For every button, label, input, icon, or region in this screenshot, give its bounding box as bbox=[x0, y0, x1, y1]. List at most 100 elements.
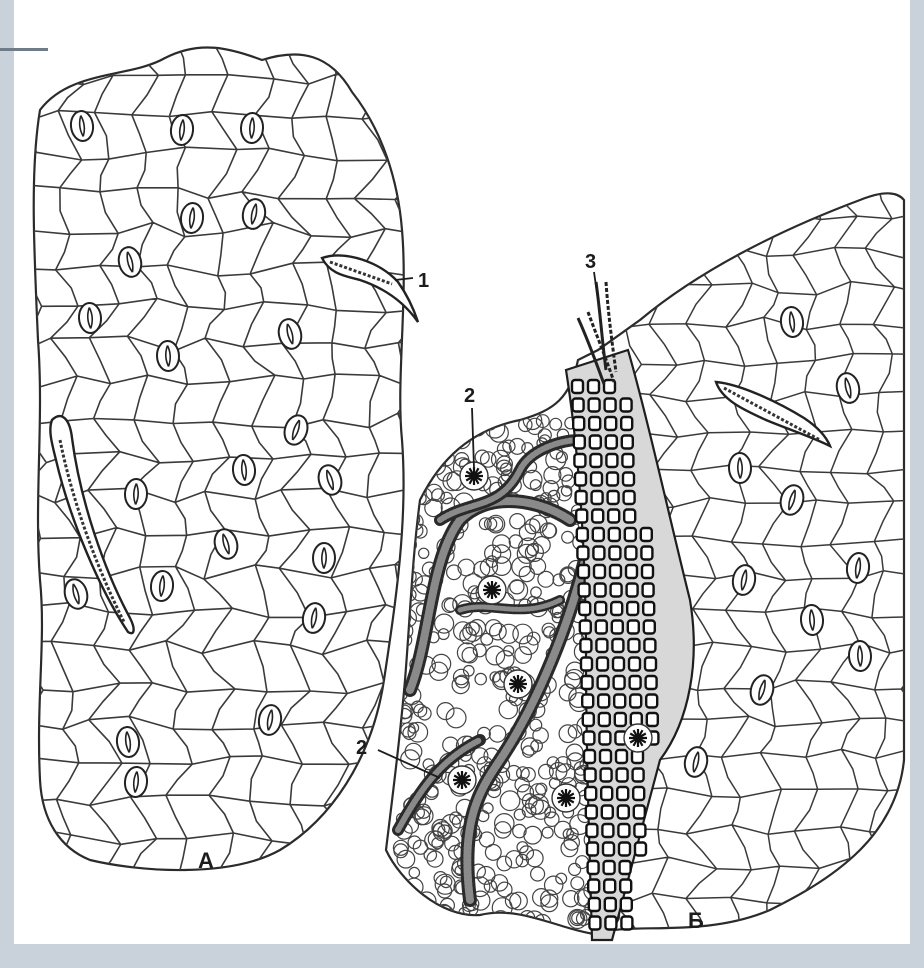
tracheid-cell bbox=[621, 898, 632, 911]
tracheid-cell bbox=[627, 584, 638, 597]
tracheid-cell bbox=[587, 843, 598, 856]
tracheid-cell bbox=[592, 491, 603, 504]
tracheid-cell bbox=[617, 769, 628, 782]
tracheid-cell bbox=[586, 806, 597, 819]
tracheid-cell bbox=[634, 824, 645, 837]
tracheid-cell bbox=[622, 436, 633, 449]
tracheid-cell bbox=[633, 787, 644, 800]
tracheid-cell bbox=[611, 602, 622, 615]
tracheid-cell bbox=[601, 787, 612, 800]
tracheid-cell bbox=[574, 454, 585, 467]
callout-3: 3 bbox=[585, 251, 596, 273]
tracheid-cell bbox=[593, 528, 604, 541]
mesophyll-cell bbox=[406, 469, 419, 482]
tracheid-cell bbox=[574, 436, 585, 449]
tracheid-cell bbox=[576, 510, 587, 523]
tracheid-cell bbox=[615, 713, 626, 726]
tracheid-cell bbox=[646, 695, 657, 708]
tracheid-cell bbox=[576, 491, 587, 504]
stoma bbox=[124, 479, 147, 510]
tracheid-cell bbox=[628, 639, 639, 652]
tracheid-cell bbox=[614, 676, 625, 689]
tracheid-cell bbox=[580, 639, 591, 652]
tracheid-cell bbox=[602, 806, 613, 819]
tracheid-cell bbox=[647, 713, 658, 726]
druse bbox=[624, 724, 652, 752]
tracheid-cell bbox=[586, 824, 597, 837]
tracheid-cell bbox=[598, 676, 609, 689]
tracheid-cell bbox=[588, 880, 599, 893]
tracheid-cell bbox=[582, 676, 593, 689]
tracheid-cell bbox=[605, 917, 616, 930]
tracheid-cell bbox=[585, 787, 596, 800]
mesophyll-cell bbox=[438, 423, 455, 440]
tracheid-cell bbox=[621, 399, 632, 412]
mesophyll-cell bbox=[447, 412, 463, 428]
tracheid-cell bbox=[573, 417, 584, 430]
tracheid-cell bbox=[641, 547, 652, 560]
tracheid-cell bbox=[609, 547, 620, 560]
tracheid-cell bbox=[612, 621, 623, 634]
tracheid-cell bbox=[578, 565, 589, 578]
fragment-b-section bbox=[386, 174, 924, 968]
tracheid-cell bbox=[607, 473, 618, 486]
tracheid-cell bbox=[606, 454, 617, 467]
tracheid-cell bbox=[591, 473, 602, 486]
tracheid-cell bbox=[573, 399, 584, 412]
tracheid-cell bbox=[644, 639, 655, 652]
tracheid-cell bbox=[604, 861, 615, 874]
tracheid-cell bbox=[633, 769, 644, 782]
stoma bbox=[729, 453, 752, 484]
tracheid-cell bbox=[623, 473, 634, 486]
mesophyll-cell bbox=[462, 917, 477, 932]
mesophyll-cell bbox=[467, 918, 485, 936]
tracheid-cell bbox=[596, 639, 607, 652]
tracheid-cell bbox=[609, 528, 620, 541]
tracheid-cell bbox=[643, 602, 654, 615]
tracheid-cell bbox=[582, 695, 593, 708]
mesophyll-cell bbox=[408, 473, 427, 492]
tracheid-cell bbox=[593, 547, 604, 560]
tracheid-cell bbox=[597, 658, 608, 671]
tracheid-cell bbox=[619, 843, 630, 856]
callout-2-upper: 2 bbox=[464, 385, 475, 407]
mesophyll-cell bbox=[468, 418, 486, 436]
druse bbox=[552, 784, 580, 812]
tracheid-cell bbox=[605, 417, 616, 430]
tracheid-cell bbox=[588, 380, 599, 393]
mesophyll-cell bbox=[395, 908, 405, 918]
tracheid-cell bbox=[624, 510, 635, 523]
tracheid-cell bbox=[588, 861, 599, 874]
tracheid-cell bbox=[625, 528, 636, 541]
mesophyll-cell bbox=[407, 469, 420, 482]
callout-1: 1 bbox=[418, 270, 429, 292]
tracheid-cell bbox=[645, 658, 656, 671]
tracheid-cell bbox=[595, 602, 606, 615]
tracheid-cell bbox=[580, 621, 591, 634]
tracheid-cell bbox=[625, 547, 636, 560]
tracheid-cell bbox=[626, 565, 637, 578]
tracheid-cell bbox=[575, 473, 586, 486]
mesophyll-cell bbox=[395, 885, 410, 900]
tracheid-cell bbox=[620, 861, 631, 874]
mesophyll-cell bbox=[425, 922, 438, 935]
tracheid-cell bbox=[611, 584, 622, 597]
mesophyll-cell bbox=[410, 911, 422, 923]
stoma bbox=[848, 641, 871, 672]
tracheid-cell bbox=[601, 769, 612, 782]
tracheid-cell bbox=[600, 750, 611, 763]
stoma bbox=[156, 340, 179, 371]
callout-2-lower: 2 bbox=[356, 737, 367, 759]
tracheid-cell bbox=[594, 565, 605, 578]
tracheid-cell bbox=[635, 843, 646, 856]
mesophyll-cell bbox=[431, 428, 445, 442]
tracheid-cell bbox=[604, 880, 615, 893]
tracheid-cell bbox=[644, 621, 655, 634]
tracheid-cell bbox=[606, 436, 617, 449]
mesophyll-cell bbox=[485, 919, 498, 932]
tracheid-cell bbox=[595, 584, 606, 597]
tracheid-cell bbox=[572, 380, 583, 393]
tracheid-cell bbox=[589, 417, 600, 430]
tracheid-cell bbox=[643, 584, 654, 597]
